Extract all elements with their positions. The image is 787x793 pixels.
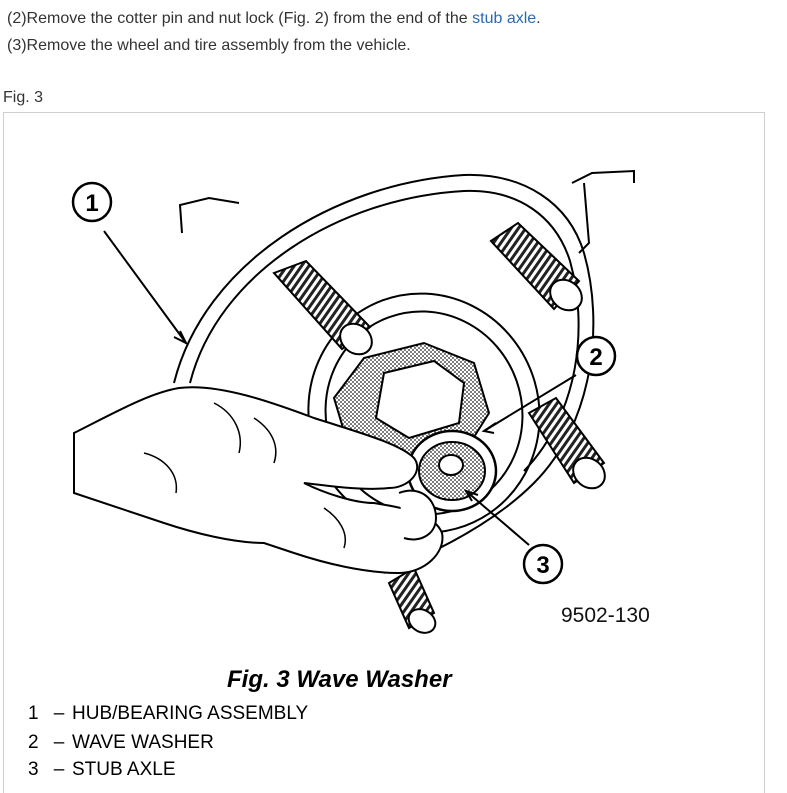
callout-3: 3 [522,543,564,585]
legend-text: STUB AXLE [72,759,176,780]
svg-text:2: 2 [589,344,602,371]
legend-text: WAVE WASHER [72,732,214,753]
step-2-period: . [536,10,541,27]
hub-illustration: 1 2 3 [71,169,635,634]
callout-1: 1 [71,181,113,223]
legend-dash: – [53,759,65,780]
callout-2: 2 [575,335,617,377]
legend-item: 1–HUB/BEARING ASSEMBLY [28,703,308,725]
step-2-text: (2)Remove the cotter pin and nut lock (F… [7,10,473,27]
legend-number: 3 [28,759,39,780]
legend-number: 2 [28,732,39,753]
stub-axle-link[interactable]: stub axle [472,10,537,27]
figure-panel: 1 2 3 9502-130 Fig. 3 Wave Washer 1–HUB/… [3,112,765,793]
figure-label: Fig. 3 [3,89,44,106]
legend-item: 3–STUB AXLE [28,759,176,781]
svg-text:1: 1 [85,190,98,217]
legend-item: 2–WAVE WASHER [28,732,214,754]
part-number: 9502-130 [561,604,650,627]
legend-dash: – [53,732,65,753]
figure-caption: Fig. 3 Wave Washer [227,666,452,693]
instruction-step-2: (2)Remove the cotter pin and nut lock (F… [7,9,541,29]
instruction-step-3: (3)Remove the wheel and tire assembly fr… [7,37,411,54]
legend-number: 1 [28,703,39,724]
svg-text:3: 3 [536,552,549,579]
legend-dash: – [53,703,65,724]
legend-text: HUB/BEARING ASSEMBLY [72,703,309,724]
